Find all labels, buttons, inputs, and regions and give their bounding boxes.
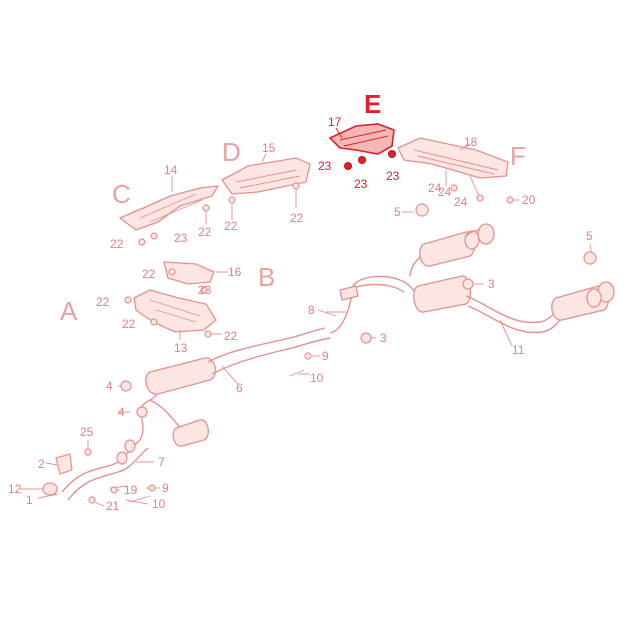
part-label-22d[interactable]: 22 xyxy=(290,211,304,225)
section-label-f[interactable]: F xyxy=(510,141,526,171)
part-label-10a[interactable]: 10 xyxy=(310,371,324,385)
part-label-24c[interactable]: 24 xyxy=(454,195,468,209)
part-label-14[interactable]: 14 xyxy=(164,163,178,177)
fasteners xyxy=(42,150,597,504)
part-label-23c[interactable]: 23 xyxy=(318,159,332,173)
section-label-d[interactable]: D xyxy=(222,137,241,167)
part-label-1[interactable]: 1 xyxy=(26,493,33,507)
part-label-22h[interactable]: 22 xyxy=(224,329,238,343)
heat-shield-14 xyxy=(118,185,220,231)
part-label-23a[interactable]: 23 xyxy=(174,231,188,245)
part-label-5b[interactable]: 5 xyxy=(586,229,593,243)
part-number-labels: 1 2 3 3 4 4 5 5 6 7 8 9 9 10 10 11 12 13… xyxy=(8,115,593,513)
part-label-3a[interactable]: 3 xyxy=(380,331,387,345)
nut-23-e-2[interactable] xyxy=(358,156,366,164)
heat-shield-18 xyxy=(397,137,509,179)
part-label-11[interactable]: 11 xyxy=(512,343,525,357)
part-label-17[interactable]: 17 xyxy=(328,115,342,129)
section-label-c[interactable]: C xyxy=(112,179,131,209)
part-label-16[interactable]: 16 xyxy=(228,265,242,279)
part-label-23d[interactable]: 23 xyxy=(354,177,368,191)
part-label-4a[interactable]: 4 xyxy=(106,379,113,393)
part-label-7[interactable]: 7 xyxy=(158,455,165,469)
part-label-5a[interactable]: 5 xyxy=(394,205,401,219)
part-label-23b[interactable]: 23 xyxy=(198,283,212,297)
part-label-22g[interactable]: 22 xyxy=(122,317,136,331)
section-label-b[interactable]: B xyxy=(258,262,275,292)
part-label-23e[interactable]: 23 xyxy=(386,169,400,183)
part-label-22a[interactable]: 22 xyxy=(110,237,124,251)
part-label-13[interactable]: 13 xyxy=(174,341,188,355)
part-label-9b[interactable]: 9 xyxy=(162,481,169,495)
part-label-15[interactable]: 15 xyxy=(262,141,276,155)
part-label-8[interactable]: 8 xyxy=(308,303,315,317)
part-label-9a[interactable]: 9 xyxy=(322,349,329,363)
part-label-24a[interactable]: 24 xyxy=(438,185,452,199)
part-label-4b[interactable]: 4 xyxy=(118,405,125,419)
section-label-a[interactable]: A xyxy=(60,296,78,326)
part-label-10b[interactable]: 10 xyxy=(152,497,166,511)
section-label-e[interactable]: E xyxy=(364,89,381,119)
part-label-22b[interactable]: 22 xyxy=(198,225,212,239)
part-label-19[interactable]: 19 xyxy=(124,483,138,497)
part-label-22e[interactable]: 22 xyxy=(142,267,156,281)
nut-23-e-1[interactable] xyxy=(344,162,352,170)
part-label-20[interactable]: 20 xyxy=(522,193,536,207)
resonator-6 xyxy=(145,357,217,395)
part-label-22c[interactable]: 22 xyxy=(224,219,238,233)
part-label-24b[interactable]: 24 xyxy=(428,181,442,195)
muffler-11 xyxy=(413,275,472,313)
nut-23-e-3[interactable] xyxy=(388,150,396,158)
part-label-22f[interactable]: 22 xyxy=(96,295,110,309)
part-label-18[interactable]: 18 xyxy=(464,135,478,149)
exhaust-pipe-route xyxy=(61,223,615,501)
leader-lines xyxy=(20,127,593,507)
part-label-3b[interactable]: 3 xyxy=(488,277,495,291)
part-label-25[interactable]: 25 xyxy=(80,425,94,439)
heat-shield-16 xyxy=(163,261,215,285)
part-label-2[interactable]: 2 xyxy=(38,457,45,471)
part-label-12[interactable]: 12 xyxy=(8,482,22,496)
part-label-21[interactable]: 21 xyxy=(106,499,120,513)
part-label-6[interactable]: 6 xyxy=(236,381,243,395)
